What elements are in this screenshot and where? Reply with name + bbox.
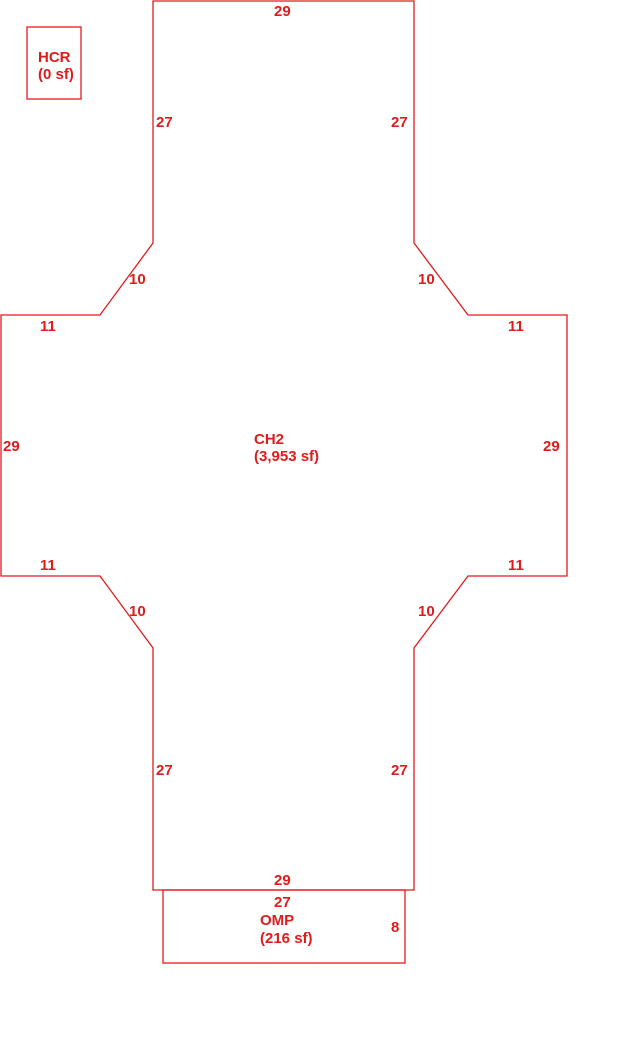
hcr-room-name: HCR — [38, 49, 71, 66]
dimension-ch2-upper-right-diagonal: 10 — [418, 271, 435, 288]
dimension-ch2-upper-right-arm: 11 — [508, 318, 524, 335]
dimension-ch2-lower-left-diagonal: 10 — [129, 603, 146, 620]
dimension-ch2-upper-left-arm: 11 — [40, 318, 56, 335]
omp-room-name: OMP — [260, 912, 294, 929]
dimension-ch2-top-left: 27 — [156, 114, 173, 131]
dimension-ch2-lower-right-arm: 11 — [508, 557, 524, 574]
dimension-ch2-left: 29 — [3, 438, 20, 455]
hcr-room-outline — [26, 26, 82, 100]
dimension-ch2-top-right: 27 — [391, 114, 408, 131]
dimension-ch2-right: 29 — [543, 438, 560, 455]
ch2-room-outline — [0, 0, 568, 891]
dimension-ch2-lower-left-arm: 11 — [40, 557, 56, 574]
dimension-ch2-bottom-left: 27 — [156, 762, 173, 779]
omp-room-outline — [162, 889, 406, 964]
dimension-omp-top: 27 — [274, 894, 291, 911]
dimension-ch2-top: 29 — [274, 3, 291, 20]
ch2-room-name: CH2 — [254, 431, 284, 448]
dimension-ch2-upper-left-diagonal: 10 — [129, 271, 146, 288]
dimension-ch2-bottom: 29 — [274, 872, 291, 889]
dimension-omp-right: 8 — [391, 919, 399, 936]
dimension-ch2-bottom-right: 27 — [391, 762, 408, 779]
hcr-room-area: (0 sf) — [38, 66, 74, 83]
ch2-room-area: (3,953 sf) — [254, 448, 319, 465]
dimension-ch2-lower-right-diagonal: 10 — [418, 603, 435, 620]
omp-room-area: (216 sf) — [260, 930, 313, 947]
